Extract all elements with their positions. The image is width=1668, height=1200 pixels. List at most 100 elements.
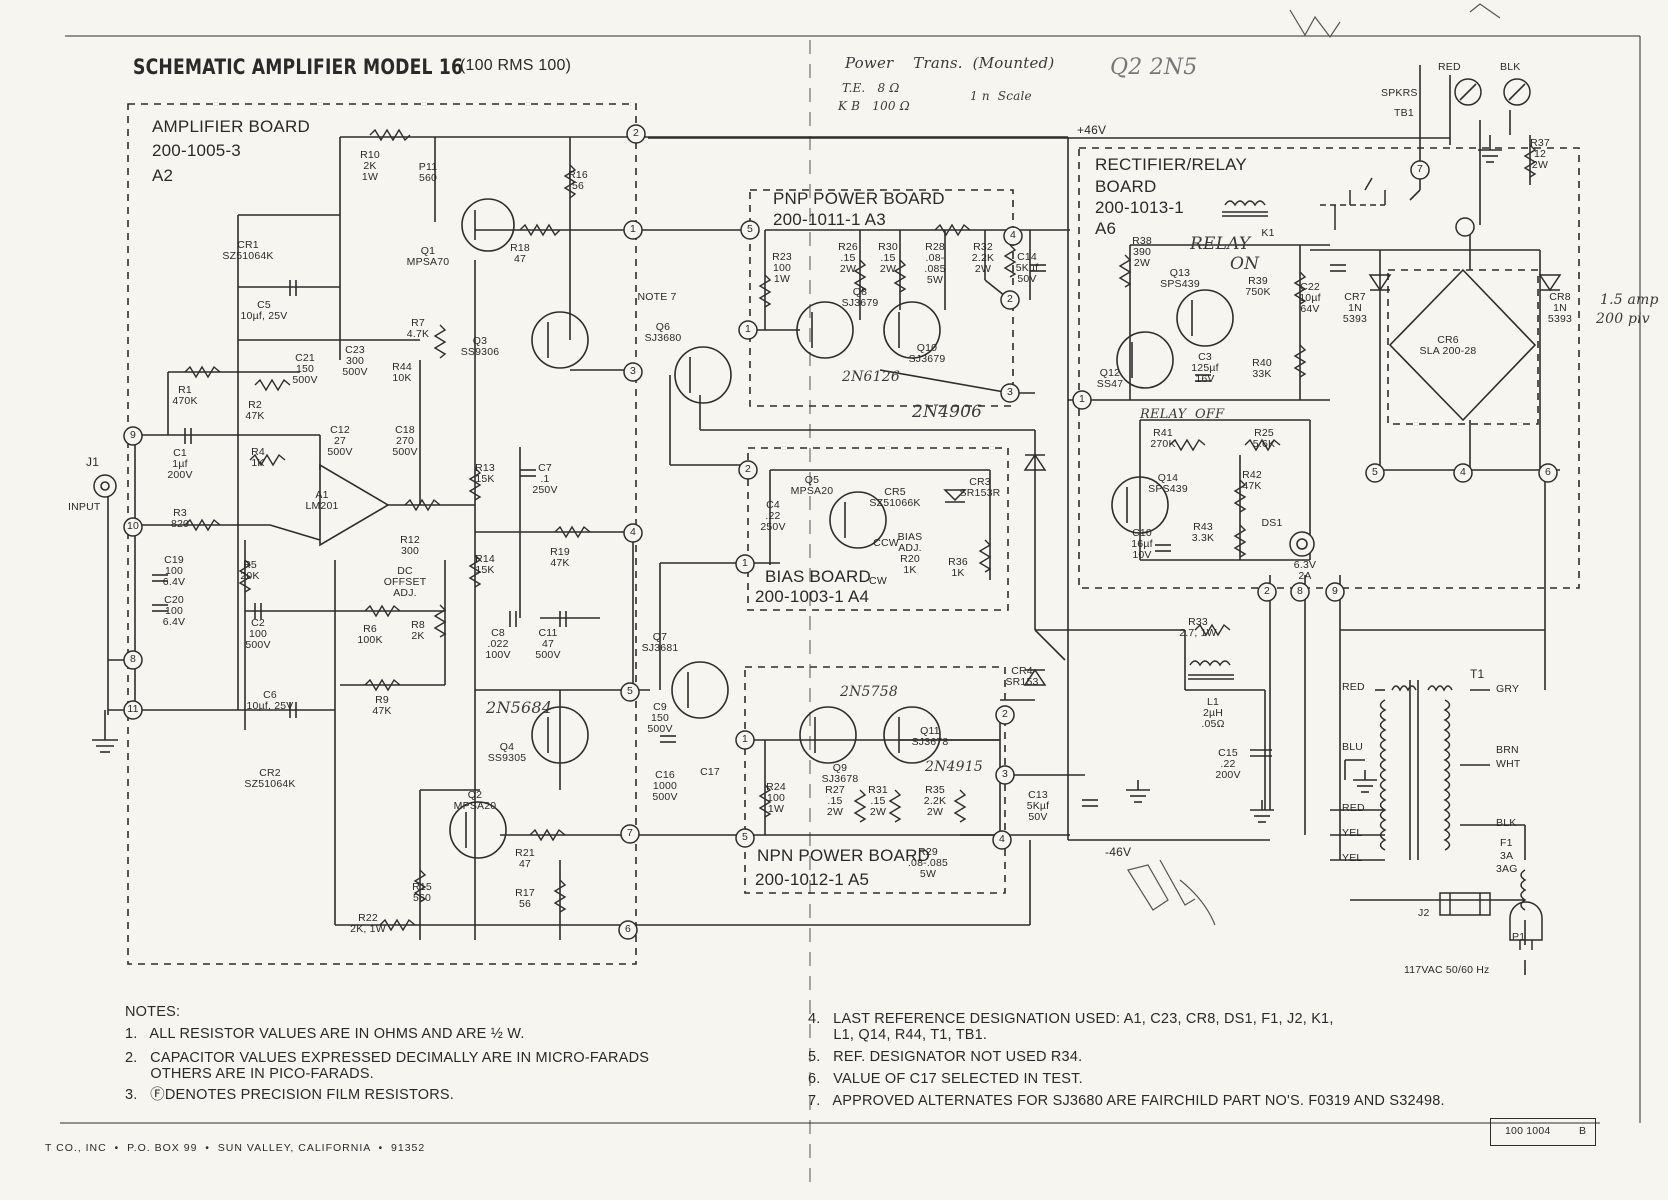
component-ref: CR1 <box>237 239 259 251</box>
component-value: 150 <box>295 363 315 376</box>
component-ref: CR3 <box>969 476 991 488</box>
node-5-a: 5 <box>626 685 634 697</box>
component-value: 1000 <box>652 780 678 793</box>
hand-2n6126: 2N6126 <box>842 369 900 385</box>
component-ref: R22 <box>358 912 378 924</box>
component-value: 5.6K <box>1252 438 1276 451</box>
hand-2n5684: 2N5684 <box>486 698 553 717</box>
component-value: 2W <box>926 806 944 819</box>
component-ref: R30 <box>878 241 898 253</box>
component-value: 270K <box>1150 438 1176 451</box>
component-ref: C13 <box>1028 789 1048 801</box>
component-ref: R7 <box>411 317 425 329</box>
transformer-wire-gry: GRY <box>1496 683 1520 695</box>
component-value: 2W <box>826 806 844 819</box>
component-value: 250V <box>760 521 786 534</box>
component-ref: Q2 <box>467 789 483 801</box>
component-value: 15K <box>475 564 495 577</box>
p1-label: P1 <box>1512 931 1526 943</box>
amplifier-board-ref: A2 <box>152 166 174 185</box>
component-ref: Q11 <box>920 725 940 737</box>
footer-address: T CO., INC • P.O. BOX 99 • SUN VALLEY, C… <box>45 1142 426 1154</box>
node-8-a: 8 <box>129 653 137 665</box>
component-value: 390 <box>1132 246 1152 259</box>
hand-q2: Q2 2N5 <box>1110 55 1198 80</box>
component-value: 560 <box>418 172 438 185</box>
component-value: 4.7K <box>406 328 430 341</box>
component-value: .085 <box>924 263 946 276</box>
component-ref: C9 <box>653 701 667 713</box>
component-ref: R3 <box>173 507 187 519</box>
component-ref: CR7 <box>1344 291 1366 303</box>
component-ref: BIAS <box>897 531 923 543</box>
component-value: 250V <box>532 484 558 497</box>
component-ref: R16 <box>568 169 588 181</box>
node-7-rect: 7 <box>1416 163 1424 175</box>
component-value: 2K <box>363 160 377 173</box>
speakers-label: SPKRS <box>1381 87 1418 99</box>
component-value: 56 <box>571 180 585 193</box>
component-value: 5W <box>926 274 944 287</box>
component-ref: R5 <box>243 559 257 571</box>
component-ref: C10 <box>1132 527 1152 539</box>
neg-rail-label: -46V <box>1105 845 1132 859</box>
component-ref: Q13 <box>1169 267 1191 279</box>
component-ref: R37 <box>1530 137 1550 149</box>
component-value: .05Ω <box>1201 718 1225 731</box>
component-ref: R28 <box>925 241 945 253</box>
component-value: .15 <box>827 795 843 808</box>
component-value: SJ3679 <box>841 297 879 310</box>
component-value: 2W <box>974 263 992 276</box>
transformer-wire-yel2: YEL <box>1342 852 1363 864</box>
component-value: 1N <box>1348 302 1362 315</box>
hand-relay-off: RELAY OFF <box>1140 407 1225 422</box>
component-ref: R15 <box>412 881 432 893</box>
component-value: SS47 <box>1096 378 1124 391</box>
component-ref: Q12 <box>1099 367 1121 379</box>
doc-revision: B <box>1579 1125 1587 1137</box>
component-value: 500V <box>652 791 678 804</box>
node-1-npn: 1 <box>741 733 749 745</box>
component-value: 56 <box>518 898 532 911</box>
component-value: 1N <box>1553 302 1567 315</box>
transformer-wire-wht: WHT <box>1496 758 1521 770</box>
note-4: 4. LAST REFERENCE DESIGNATION USED: A1, … <box>808 1011 1334 1027</box>
component-ref: R19 <box>550 546 570 558</box>
node-5-npn: 5 <box>741 831 749 843</box>
transformer-wire-red2: RED <box>1342 802 1365 814</box>
component-value: 500V <box>535 649 561 662</box>
component-value: 5393 <box>1342 313 1368 326</box>
component-value: 15K <box>475 473 495 486</box>
component-ref: R24 <box>766 781 786 793</box>
component-value: SJ3678 <box>821 773 859 786</box>
component-ref: C2 <box>251 617 265 629</box>
note-7: 7. APPROVED ALTERNATES FOR SJ3680 ARE FA… <box>808 1093 1445 1109</box>
rectifier-board-line2: BOARD <box>1095 177 1157 196</box>
component-ref: R10 <box>360 149 380 161</box>
component-value: 100 <box>164 605 184 618</box>
component-ref: Q8 <box>852 286 868 298</box>
schematic-rating: (100 RMS 100) <box>460 57 572 74</box>
component-ref: R40 <box>1252 357 1272 369</box>
component-value: 820 <box>170 518 190 531</box>
